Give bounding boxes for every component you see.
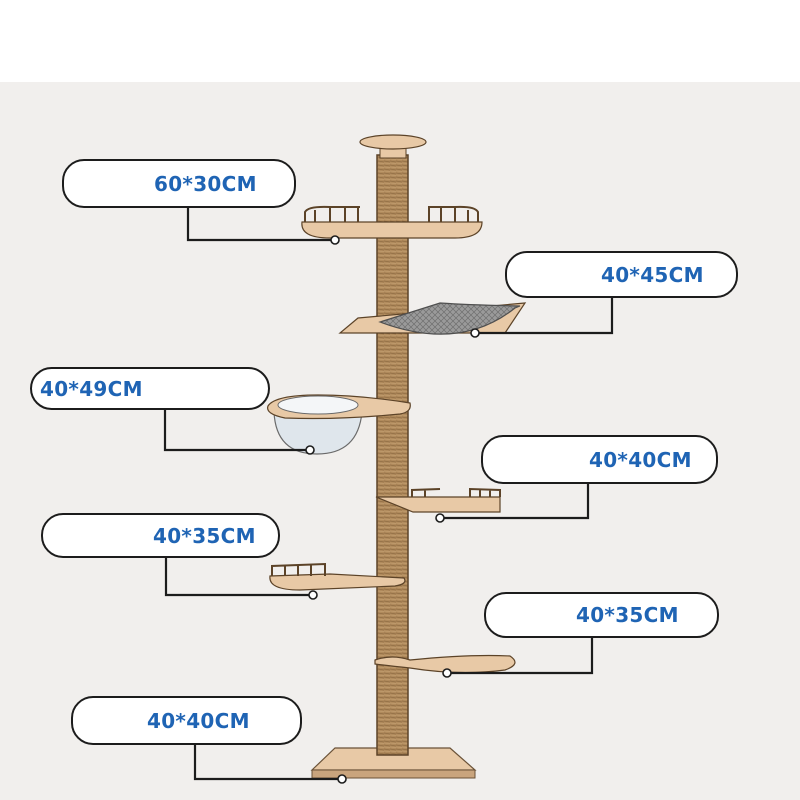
callout-shelf-40x40: 40*40CM [481,435,718,484]
callout-shelf-40x35-left: 40*35CM [41,513,280,558]
shelf-40x40-right [375,487,501,513]
dimension-label: 60*30CM [154,171,257,196]
callout-shelf-60x30: 60*30CM [62,159,296,208]
hammock-40x45 [338,302,527,335]
callout-shelf-40x35-right: 40*35CM [484,592,719,638]
leader-lines [163,208,614,781]
dimension-label: 40*45CM [601,262,704,287]
shelf-40x35-left [269,562,406,591]
shelf-40x35-right [374,654,516,674]
leader-dots [305,235,480,784]
sisal-post [376,154,409,756]
shelf-60x30 [301,205,483,239]
base-plate [310,747,477,779]
callout-hammock-40x45: 40*45CM [505,251,738,298]
top-margin [0,0,800,82]
dimension-label: 40*40CM [147,708,250,733]
callout-bowl-40x49: 40*49CM [30,367,270,410]
dimension-label: 40*49CM [40,376,143,401]
callout-base-40x40: 40*40CM [71,696,302,745]
dimension-label: 40*40CM [589,447,692,472]
dimension-label: 40*35CM [576,603,679,627]
bowl-40x49 [267,394,411,455]
top-cap [359,134,427,159]
dimension-label: 40*35CM [153,523,256,548]
